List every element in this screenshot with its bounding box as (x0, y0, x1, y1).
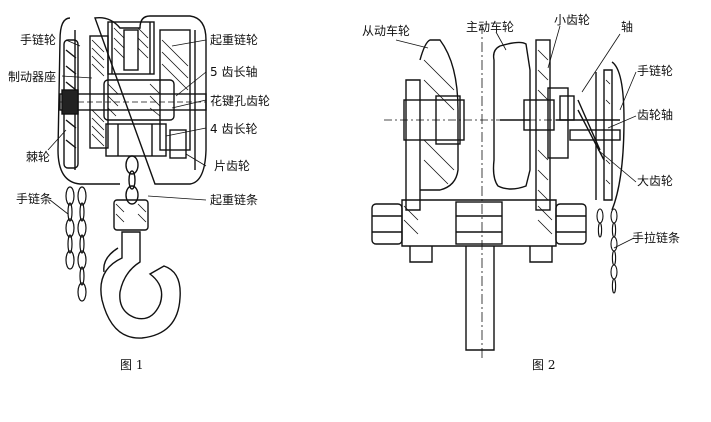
label-sheet-gear: 片齿轮 (214, 159, 251, 173)
label-shaft: 轴 (621, 20, 634, 34)
label-lifting-chain-wheel: 起重链轮 (210, 33, 259, 47)
label-spline-hole-gear: 花键孔齿轮 (210, 94, 271, 108)
label-driven-wheel: 从动车轮 (362, 24, 411, 38)
label-lifting-chain: 起重链条 (210, 193, 259, 207)
figure2-caption: 图 2 (532, 358, 556, 372)
label-small-gear: 小齿轮 (554, 13, 591, 27)
label-five-tooth-long-shaft: 5 齿长轴 (210, 65, 258, 79)
label-large-gear: 大齿轮 (637, 174, 674, 188)
label-gear-shaft: 齿轮轴 (637, 108, 674, 122)
label-brake-seat: 制动器座 (8, 70, 57, 84)
label-hand-pull-chain: 手拉链条 (632, 231, 681, 245)
label-hand-chain: 手链条 (16, 192, 53, 206)
label-hand-chain-wheel: 手链轮 (20, 33, 57, 47)
figure1-caption: 图 1 (120, 358, 144, 372)
label-four-tooth-long-wheel: 4 齿长轮 (210, 122, 258, 136)
label-hand-chain-wheel-2: 手链轮 (637, 64, 674, 78)
label-driving-wheel: 主动车轮 (466, 20, 515, 34)
label-ratchet-wheel: 棘轮 (26, 150, 51, 164)
